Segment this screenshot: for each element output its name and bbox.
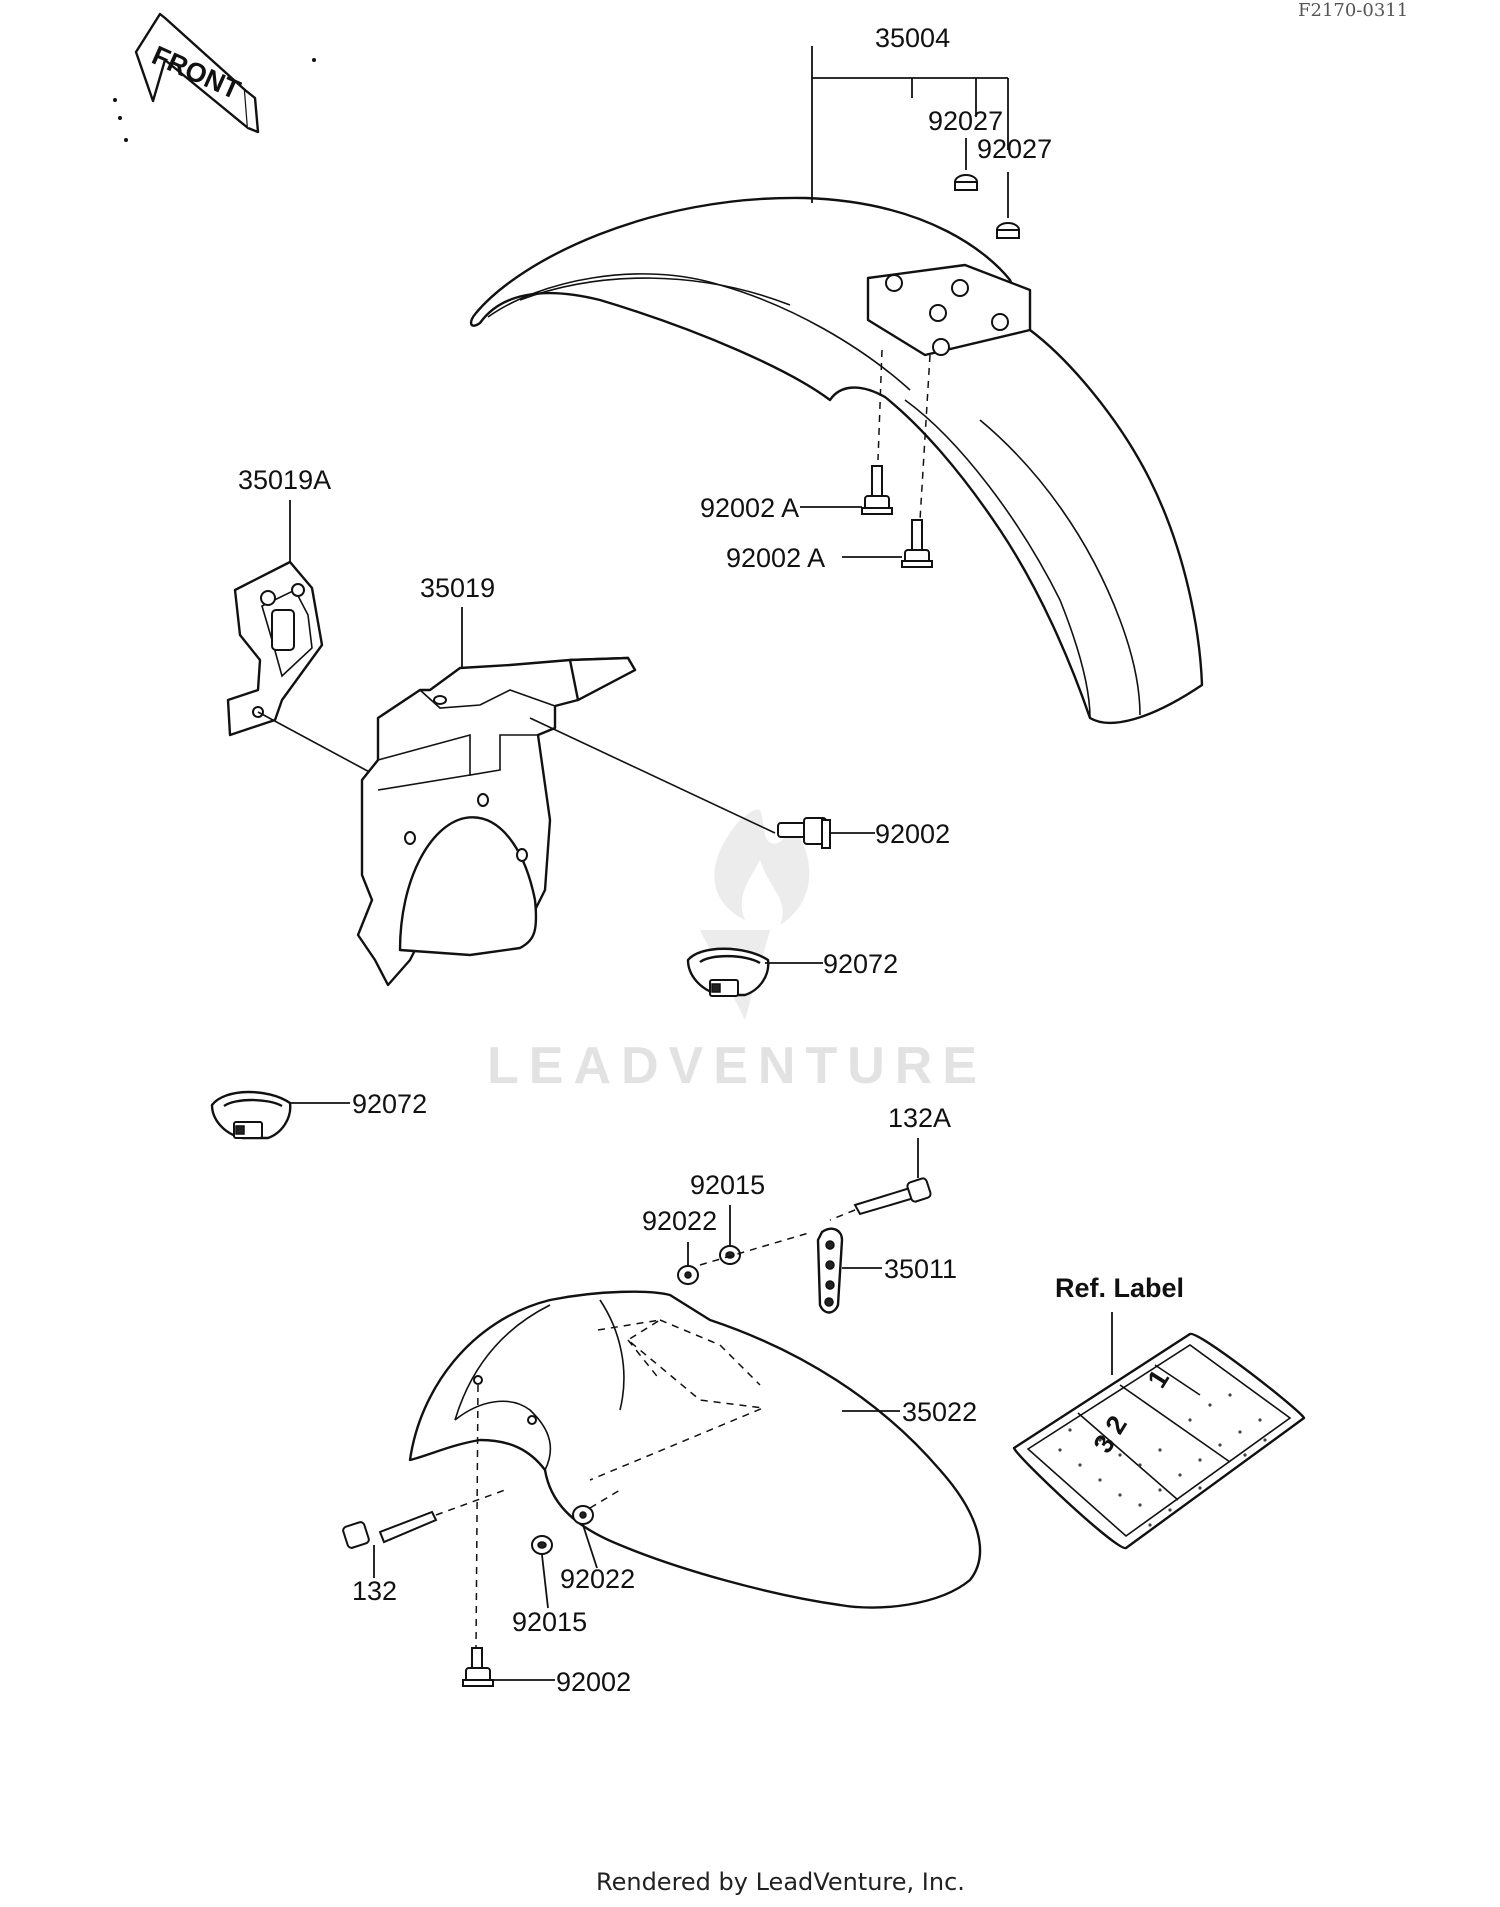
inner-fender-35019 bbox=[356, 656, 637, 987]
label-35004: 35004 bbox=[875, 23, 950, 53]
label-35019A: 35019A bbox=[238, 465, 331, 495]
label-132A: 132A bbox=[888, 1103, 951, 1133]
watermark-flame-icon bbox=[714, 809, 810, 925]
front-arrow-icon: FRONT bbox=[113, 12, 316, 142]
label-ref-label: Ref. Label bbox=[1055, 1273, 1184, 1303]
nut-92027-b bbox=[996, 222, 1020, 239]
label-92015-bot: 92015 bbox=[512, 1607, 587, 1637]
label-35011: 35011 bbox=[884, 1254, 957, 1284]
clamp-92072-mid bbox=[686, 947, 770, 997]
label-92022-top: 92022 bbox=[642, 1206, 717, 1236]
clamp-92072-left bbox=[210, 1090, 292, 1140]
nut-92015-bot bbox=[531, 1535, 553, 1555]
bracket-35019A bbox=[226, 560, 324, 737]
ref-label-decal: 1 3 2 bbox=[1012, 1332, 1306, 1550]
label-92002-bot: 92002 bbox=[556, 1667, 631, 1697]
watermark-text: LEADVENTURE bbox=[487, 1037, 987, 1095]
label-35022: 35022 bbox=[902, 1397, 977, 1427]
label-92002A-a: 92002 A bbox=[700, 493, 799, 523]
diagram-code: F2170-0311 bbox=[1298, 0, 1408, 21]
label-92027-b: 92027 bbox=[977, 134, 1052, 164]
label-92072-left: 92072 bbox=[352, 1089, 427, 1119]
rear-fender-35022 bbox=[408, 1290, 982, 1609]
bolt-92002-bot bbox=[462, 1647, 494, 1687]
bolt-132A bbox=[853, 1177, 932, 1216]
label-92022-bot: 92022 bbox=[560, 1564, 635, 1594]
label-92072-mid: 92072 bbox=[823, 949, 898, 979]
label-92015-top: 92015 bbox=[690, 1170, 765, 1200]
washer-92022-bot bbox=[572, 1505, 594, 1525]
label-35019: 35019 bbox=[420, 573, 495, 603]
bolt-132 bbox=[342, 1510, 438, 1549]
front-fender bbox=[469, 196, 1204, 725]
nut-92027-a bbox=[954, 174, 978, 191]
label-132: 132 bbox=[352, 1576, 397, 1606]
washer-92022-top bbox=[677, 1265, 699, 1285]
bolt-92002A-b bbox=[901, 519, 933, 568]
label-92002A-b: 92002 A bbox=[726, 543, 825, 573]
bolt-92002A-a bbox=[861, 465, 893, 515]
bolt-92002-mid bbox=[777, 817, 831, 849]
label-92027-a: 92027 bbox=[928, 106, 1003, 136]
nut-92015-top bbox=[719, 1245, 741, 1265]
footer-credit: Rendered by LeadVenture, Inc. bbox=[596, 1868, 965, 1896]
plate-35011 bbox=[816, 1227, 844, 1314]
label-92002-mid: 92002 bbox=[875, 819, 950, 849]
